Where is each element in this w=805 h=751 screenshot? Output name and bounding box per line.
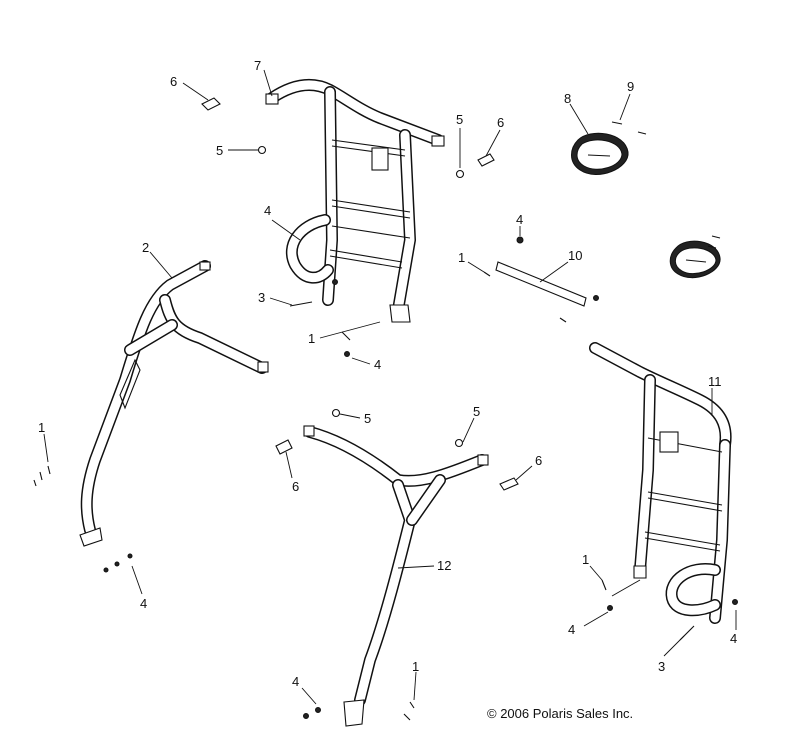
part-11-right-upright-frame — [589, 342, 732, 624]
callout-5: 5 — [216, 143, 223, 158]
callout-6: 6 — [497, 115, 504, 130]
leader-lines — [43, 69, 737, 705]
callout-4: 4 — [730, 631, 737, 646]
callout-5: 5 — [473, 404, 480, 419]
copyright-notice: © 2006 Polaris Sales Inc. — [487, 706, 634, 721]
callout-8: 8 — [564, 91, 571, 106]
part-12-center-y-frame — [303, 425, 489, 727]
callout-3: 3 — [658, 659, 665, 674]
callout-4: 4 — [264, 203, 271, 218]
callout-10: 10 — [568, 248, 582, 263]
callout-6: 6 — [170, 74, 177, 89]
part-8-reflector-lower — [669, 240, 721, 279]
callout-4: 4 — [516, 212, 523, 227]
part-8-reflector-upper — [571, 132, 629, 175]
part-10-bracket — [495, 261, 587, 307]
callout-1: 1 — [412, 659, 419, 674]
callout-1: 1 — [38, 420, 45, 435]
hardware — [33, 97, 738, 721]
callout-1: 1 — [582, 552, 589, 567]
callout-1: 1 — [308, 331, 315, 346]
callout-4: 4 — [374, 357, 381, 372]
callout-7: 7 — [254, 58, 261, 73]
callout-1: 1 — [458, 250, 465, 265]
part-7-cab-frame-upright — [265, 78, 445, 323]
callout-5: 5 — [456, 112, 463, 127]
callout-4: 4 — [568, 622, 575, 637]
callout-5: 5 — [364, 411, 371, 426]
callout-labels: 6 7 5 5 6 8 9 4 4 2 1 10 3 1 4 11 5 5 1 … — [38, 58, 737, 689]
callout-2: 2 — [142, 240, 149, 255]
callout-6: 6 — [292, 479, 299, 494]
callout-4: 4 — [140, 596, 147, 611]
part-2-left-side-frame — [79, 260, 269, 547]
callout-11: 11 — [708, 374, 722, 389]
callout-3: 3 — [258, 290, 265, 305]
callout-9: 9 — [627, 79, 634, 94]
callout-12: 12 — [437, 558, 451, 573]
callout-4: 4 — [292, 674, 299, 689]
callout-6: 6 — [535, 453, 542, 468]
